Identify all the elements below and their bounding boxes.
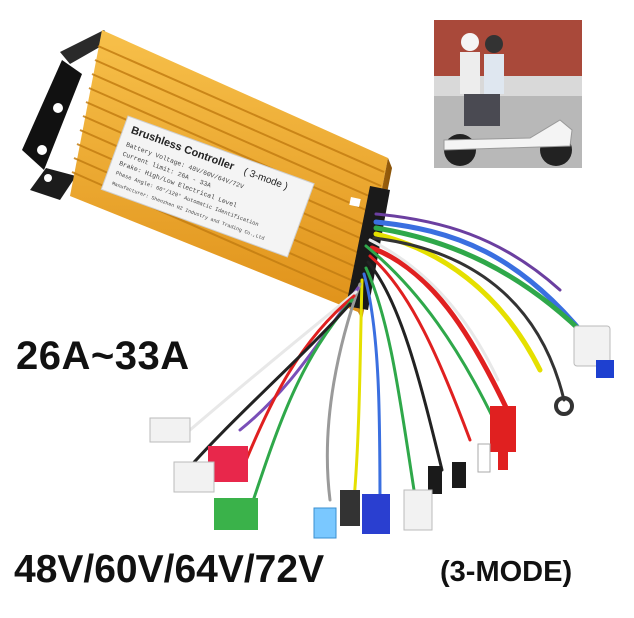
mode-text: (3-MODE) <box>440 556 573 588</box>
mounting-bracket <box>22 30 112 200</box>
current-range-text: 26A~33A <box>16 334 190 378</box>
voltage-text: 48V/60V/64V/72V <box>14 548 325 591</box>
scooter-photo <box>434 20 582 168</box>
spec-label: Brushless Controller ( 3-mode ) Battery … <box>100 115 315 258</box>
connectors <box>149 325 614 539</box>
wiring-harness <box>178 212 599 512</box>
